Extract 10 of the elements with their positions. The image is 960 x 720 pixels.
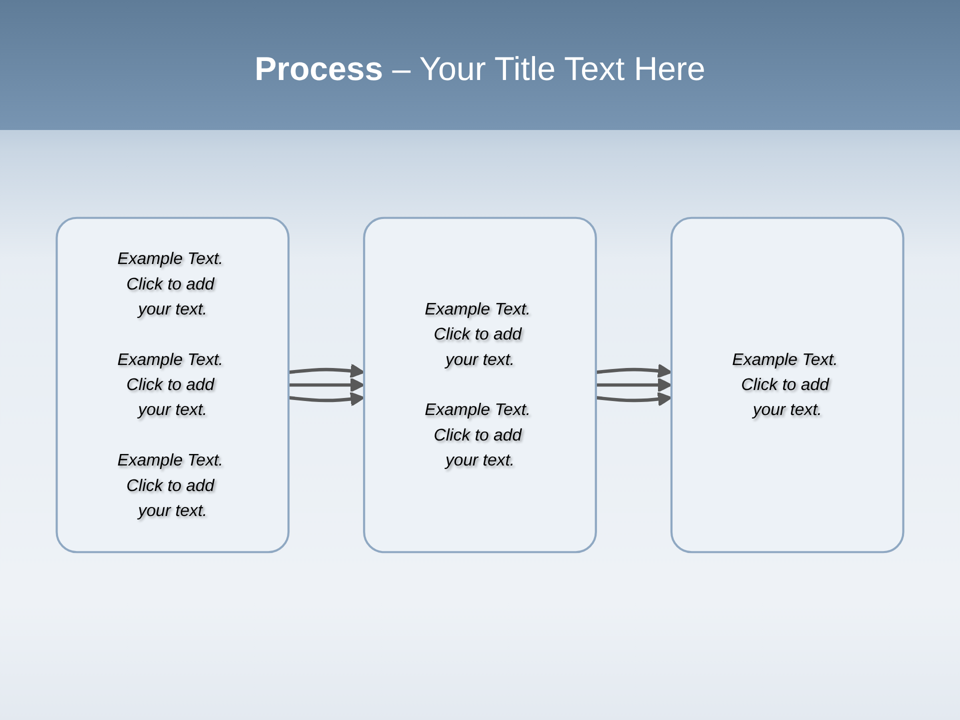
arrow: [596, 378, 672, 392]
node-box: Example Text. Click to add your text. Example Text. Click to add your text.: [363, 216, 597, 554]
arrow: [596, 364, 672, 378]
arrow: [596, 392, 672, 406]
arrow: [288, 364, 365, 378]
node-box: Example Text. Click to add your text.: [670, 216, 904, 554]
node-box: Example Text. Click to add your text. Example Text. Click to add your text. Example Text. Click to add your text.: [56, 216, 290, 554]
arrow: [288, 392, 365, 406]
arrow: [288, 378, 365, 392]
slide-title: Process – Your Title Text Here: [254, 50, 706, 87]
